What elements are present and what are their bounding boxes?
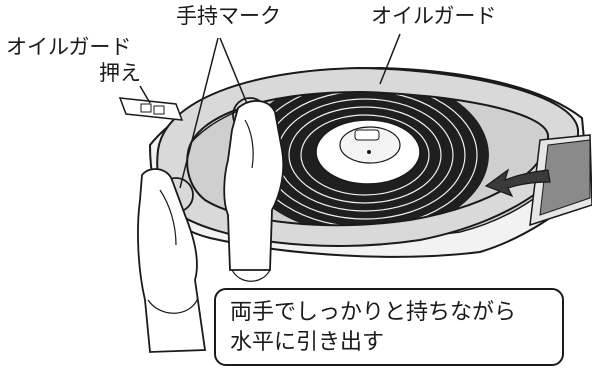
instruction-box: 両手でしっかりと持ちながら 水平に引き出す (214, 288, 564, 366)
leader-press (139, 85, 151, 104)
right-hand (223, 100, 285, 271)
fan-hub-dot (367, 150, 371, 154)
instruction-line1: 両手でしっかりと持ちながら (230, 300, 517, 325)
right-slot (539, 139, 591, 216)
oil-guard-press-label-line2: 押え (99, 61, 141, 85)
leader-mark-left (179, 37, 219, 189)
pull-arrow (484, 168, 551, 198)
fan-hub-tab (354, 129, 380, 141)
handle-mark-label: 手持マーク (176, 4, 281, 28)
right-hand-finger (244, 119, 254, 169)
oil-guard-press (118, 97, 184, 121)
left-hand-cuff (147, 297, 199, 314)
oil-guard-label: オイルガード (371, 4, 497, 28)
leader-mark-right (219, 37, 249, 107)
right-hand-cuff (231, 269, 271, 282)
leader-guard (379, 33, 401, 85)
instruction-line2: 水平に引き出す (230, 330, 385, 355)
oil-guard-press-label-line1: オイルガード (6, 35, 132, 59)
left-hand (137, 168, 207, 353)
left-hand-finger (159, 189, 177, 246)
